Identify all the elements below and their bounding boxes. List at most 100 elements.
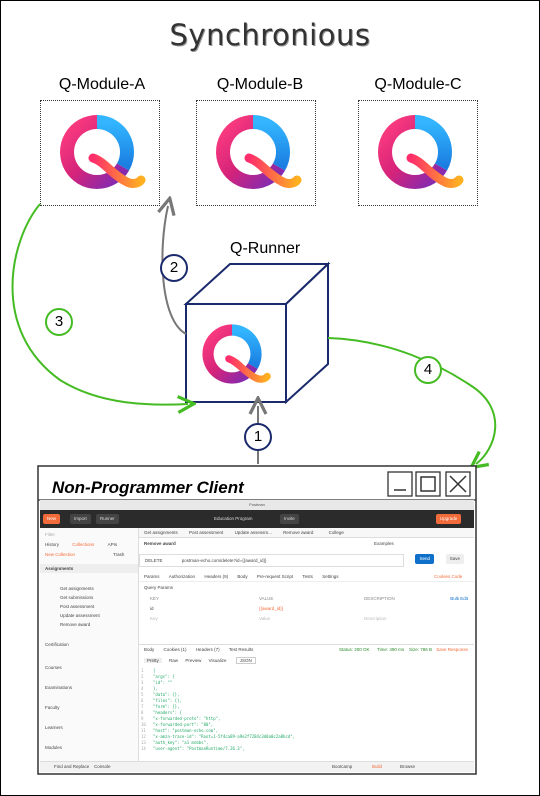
code-line-number: 4 xyxy=(141,686,144,691)
tab-apis[interactable]: APIs xyxy=(107,542,118,547)
runner-label: Q-Runner xyxy=(230,240,301,257)
module-a-label: Q-Module-A xyxy=(58,76,146,93)
upgrade-button[interactable]: Upgrade xyxy=(436,514,462,524)
url-input[interactable]: postman-echo.com/delete?id={{award_id}} xyxy=(181,558,267,563)
workspace-selector[interactable]: Education Program xyxy=(214,516,253,521)
step-label-2: 2 xyxy=(169,259,179,276)
module-b-box xyxy=(196,100,316,206)
response-code: 1{2 "args": {3 "id": ""4 },5 "data": {},… xyxy=(139,668,474,762)
trash-link[interactable]: Trash xyxy=(113,552,125,557)
request-subtabs: Params Authorization Headers (9) Body Pr… xyxy=(139,572,474,582)
collection-item[interactable]: Courses xyxy=(45,665,62,670)
find-replace-link[interactable]: Find and Replace xyxy=(54,764,90,769)
code-line-number: 1 xyxy=(141,668,144,673)
tab-request[interactable]: Remove award xyxy=(283,530,314,535)
tab-resp-cookies[interactable]: Cookies (1) xyxy=(163,647,187,652)
postman-app: Postman New Import Runner Education Prog… xyxy=(40,500,474,772)
tab-authorization[interactable]: Authorization xyxy=(168,574,196,579)
build-tab[interactable]: Build xyxy=(372,764,383,769)
view-visualize[interactable]: Visualize xyxy=(208,658,227,663)
tab-body[interactable]: Body xyxy=(237,574,248,579)
step-label-1: 1 xyxy=(253,428,263,445)
step-circle-1 xyxy=(244,423,272,451)
save-button[interactable]: Save xyxy=(445,554,464,564)
param-value-placeholder[interactable]: Value xyxy=(259,616,271,621)
module-a-box xyxy=(40,100,160,206)
examples-dropdown[interactable]: Examples xyxy=(374,541,394,546)
param-desc-placeholder[interactable]: Description xyxy=(364,616,387,621)
view-preview[interactable]: Preview xyxy=(185,658,202,663)
invite-button[interactable]: Invite xyxy=(280,514,299,524)
code-line: "id": "" xyxy=(153,680,173,685)
step-label-3: 3 xyxy=(54,313,64,330)
module-c-box xyxy=(358,100,478,206)
code-line-number: 13 xyxy=(141,740,146,745)
request-item[interactable]: Get assignments xyxy=(60,586,94,591)
collection-assignments[interactable]: Assignments xyxy=(40,564,138,573)
send-button[interactable]: Send xyxy=(415,554,434,564)
tab-collections[interactable]: Collections xyxy=(72,542,95,547)
view-tabs: Pretty Raw Preview Visualize JSON xyxy=(139,656,474,665)
bulk-edit-link[interactable]: Bulk Edit xyxy=(450,596,468,601)
method-select[interactable]: DELETE xyxy=(145,558,163,563)
new-collection-link[interactable]: New Collection xyxy=(45,552,76,557)
view-raw[interactable]: Raw xyxy=(169,658,179,663)
module-a-logo xyxy=(67,122,141,183)
request-name: Remove award xyxy=(144,541,176,546)
request-item[interactable]: Get submissions xyxy=(60,595,94,600)
tab-params[interactable]: Params xyxy=(144,574,160,579)
tab-request[interactable]: Get assignments xyxy=(144,530,178,535)
param-key[interactable]: id xyxy=(150,606,154,611)
code-line-number: 2 xyxy=(141,674,144,679)
code-line: "args": { xyxy=(153,674,175,679)
bootcamp-link[interactable]: Bootcamp xyxy=(332,764,353,769)
tab-prerequest[interactable]: Pre-request Script xyxy=(256,574,294,579)
code-line: "x-amzn-trace-id": "Root=1-5f4ca89-a9e2f… xyxy=(153,734,296,739)
step-label-4: 4 xyxy=(423,361,433,378)
code-line: "form": {}, xyxy=(153,704,180,709)
save-response-button[interactable]: Save Response xyxy=(436,647,468,652)
code-line-number: 3 xyxy=(141,680,144,685)
tab-resp-tests[interactable]: Test Results xyxy=(228,647,254,652)
request-item[interactable]: Post assessment xyxy=(60,604,95,609)
runner-button[interactable]: Runner xyxy=(96,514,119,524)
code-line-number: 5 xyxy=(141,692,144,697)
cookies-code-links[interactable]: Cookies Code xyxy=(434,574,463,579)
collection-item[interactable]: Faculty xyxy=(45,705,60,710)
code-line: "auth_key": "a1 mnbbs", xyxy=(153,740,209,745)
tab-history[interactable]: History xyxy=(45,542,60,547)
browse-tab[interactable]: Browse xyxy=(400,764,416,769)
module-c-logo xyxy=(385,122,459,183)
code-line: "host": "postman-echo.com", xyxy=(153,728,219,733)
view-pretty[interactable]: Pretty xyxy=(144,658,162,663)
tab-request[interactable]: Update assessm... xyxy=(234,530,272,535)
import-button[interactable]: Import xyxy=(70,514,91,524)
request-item[interactable]: Remove award xyxy=(60,622,91,627)
tab-settings[interactable]: Settings xyxy=(322,574,339,579)
module-c-label: Q-Module-C xyxy=(374,76,462,93)
url-bar[interactable]: DELETE postman-echo.com/delete?id={{awar… xyxy=(139,554,404,567)
tab-headers[interactable]: Headers (9) xyxy=(204,574,229,579)
tab-resp-headers[interactable]: Headers (7) xyxy=(195,647,220,652)
code-line-number: 11 xyxy=(141,728,146,733)
collection-item[interactable]: Certification xyxy=(45,642,69,647)
environment-select[interactable]: College xyxy=(328,530,344,535)
new-button[interactable]: New xyxy=(43,514,61,524)
format-select[interactable]: JSON xyxy=(235,657,256,664)
tab-resp-body[interactable]: Body xyxy=(144,647,155,652)
request-item[interactable]: Update assessment xyxy=(60,613,100,618)
col-value: VALUE xyxy=(259,596,274,601)
collection-item[interactable]: Learners xyxy=(45,725,63,730)
param-value[interactable]: {{award_id}} xyxy=(259,606,284,611)
arrow-4 xyxy=(327,337,497,464)
param-key-placeholder[interactable]: Key xyxy=(150,616,158,621)
tab-request[interactable]: Post assessment xyxy=(189,530,224,535)
tab-tests[interactable]: Tests xyxy=(302,574,313,579)
console-link[interactable]: Console xyxy=(94,764,111,769)
collection-item[interactable]: Modules xyxy=(45,745,63,750)
status-text: Status: 200 OK xyxy=(339,647,370,652)
code-line: { xyxy=(153,668,156,673)
collection-item[interactable]: Examinations xyxy=(45,685,73,690)
client-label: Non-Programmer Client xyxy=(52,478,244,497)
filter-input[interactable]: Filter xyxy=(45,532,55,537)
